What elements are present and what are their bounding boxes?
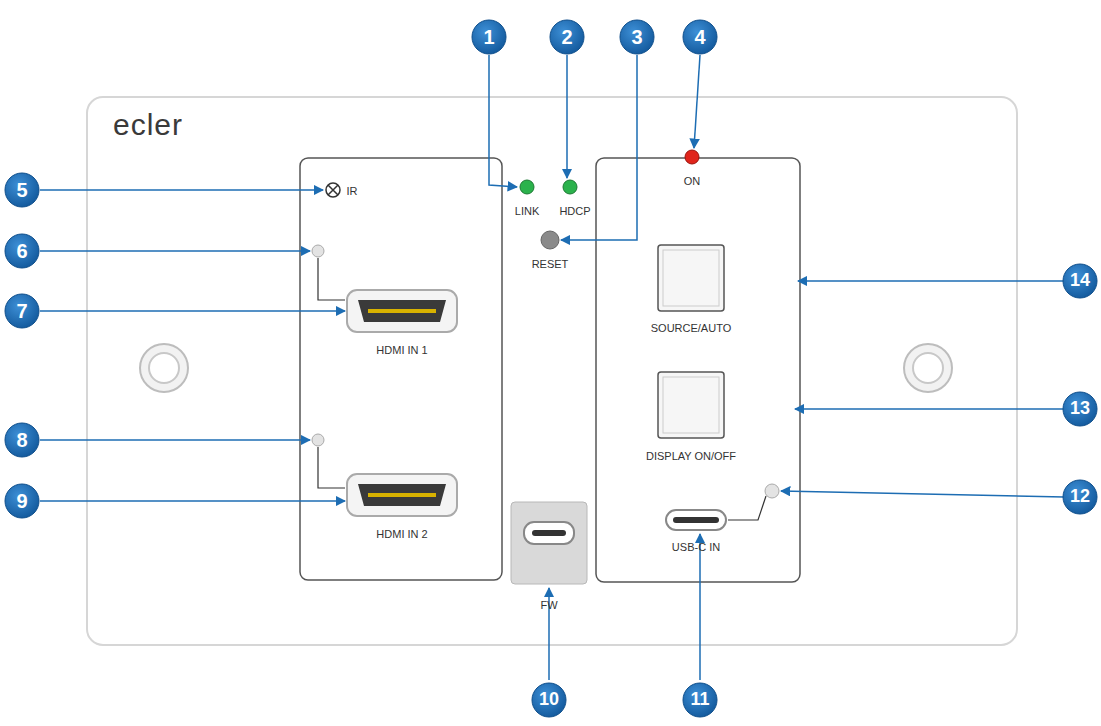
- port-label: FW: [540, 599, 557, 611]
- button-label: DISPLAY ON/OFF: [646, 450, 736, 462]
- callout-number: 1: [483, 26, 494, 48]
- callout-number: 3: [631, 26, 642, 48]
- led-label: LINK: [515, 205, 539, 217]
- led-label: ON: [684, 175, 701, 187]
- callout-number: 4: [694, 26, 705, 48]
- button-label: SOURCE/AUTO: [651, 322, 731, 334]
- callout-number: 9: [16, 490, 27, 512]
- callout-number: 7: [16, 300, 27, 322]
- callout-number: 14: [1070, 271, 1090, 291]
- callout-number: 13: [1070, 399, 1090, 419]
- port-label: USB-C IN: [672, 541, 720, 553]
- callout-number: 12: [1070, 487, 1090, 507]
- callout-number: 5: [16, 179, 27, 201]
- callout-number: 2: [561, 26, 572, 48]
- port-label: HDMI IN 2: [376, 528, 427, 540]
- callout-number: 11: [690, 690, 709, 710]
- port-label: HDMI IN 1: [376, 344, 427, 356]
- callout-number: 10: [539, 690, 559, 710]
- led-label: HDCP: [559, 205, 590, 217]
- callout-number: 6: [16, 240, 27, 262]
- callout-number: 8: [16, 429, 27, 451]
- button-label: RESET: [532, 258, 569, 270]
- part-label: IR: [347, 185, 358, 197]
- brand-logo: ecler: [113, 108, 183, 141]
